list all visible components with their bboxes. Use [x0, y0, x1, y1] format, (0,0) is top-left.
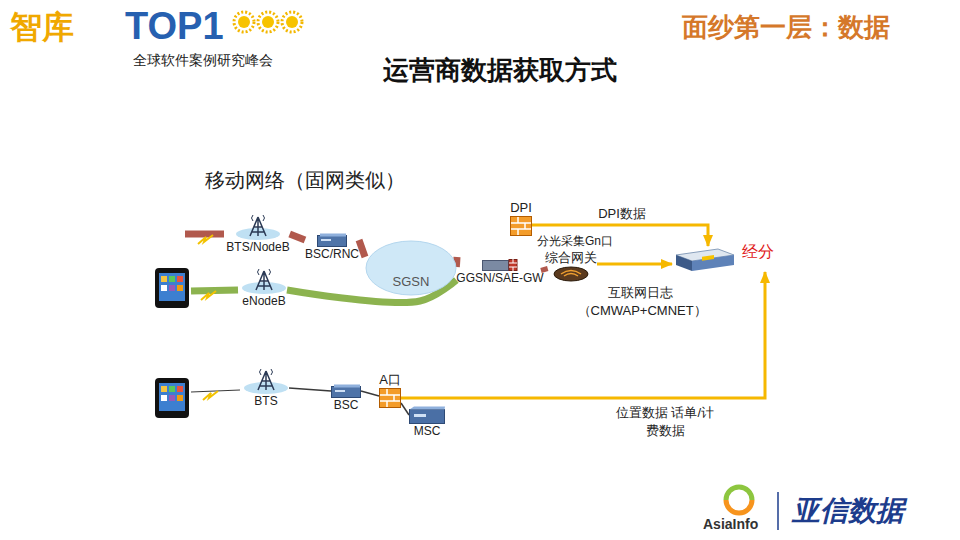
tower-icon [241, 266, 287, 294]
node-label: BSC/RNC [305, 247, 359, 261]
base-station: BTS/NodeB [226, 212, 289, 254]
network-link [361, 391, 379, 396]
probe-node: DPI [510, 200, 532, 236]
tower-icon [235, 212, 281, 240]
switch-center: MSC [409, 406, 445, 438]
lightning-symbol [203, 391, 218, 400]
section-heading: 面纱第一层：数据 [682, 12, 890, 43]
tap-label: 分光采集Gn口 [537, 234, 613, 248]
edge-label: 位置数据 话单/计费数据 [613, 404, 717, 439]
node-label: 经分 [742, 242, 774, 261]
network-caption: 移动网络（固网类似） [205, 168, 405, 192]
gateway-node: 综合网关 [545, 250, 597, 282]
phone-icon [155, 268, 189, 308]
phone-icon [155, 378, 189, 418]
network-link [544, 267, 545, 272]
node-label: eNodeB [242, 294, 285, 308]
base-station: eNodeB [241, 266, 287, 308]
network-link [289, 388, 331, 391]
logo-subtitle: 全球软件案例研究峰会 [133, 52, 273, 69]
node-label: MSC [414, 424, 441, 438]
server-icon [672, 246, 738, 272]
lightning-symbol [198, 235, 213, 244]
probe-node: A口 [379, 372, 401, 408]
logo-text: TOP1 [125, 4, 224, 50]
gateway-icon [553, 266, 589, 282]
node-label: BTS [254, 394, 277, 408]
logo-text: 亚信数据 [792, 494, 904, 528]
node-label: SGSN [365, 274, 457, 290]
network-link [290, 234, 305, 240]
analysis-server: 经分 [672, 246, 774, 272]
network-link [401, 403, 409, 415]
base-station: BTS [243, 366, 289, 408]
node-label: BSC [334, 398, 359, 412]
switch-icon [331, 384, 361, 398]
core-node-ellipse: SGSN [365, 240, 457, 296]
tower-icon [243, 366, 289, 394]
firewall-icon [379, 388, 401, 408]
gateway-router: GGSN/SAE-GW [456, 259, 543, 285]
edge-label: 互联网日志 （CMWAP+CMNET） [576, 284, 705, 319]
logo-text: 智库 [10, 8, 74, 46]
data-band [185, 231, 224, 238]
data-band [191, 290, 238, 291]
node-label: GGSN/SAE-GW [456, 271, 543, 285]
node-label: BTS/NodeB [226, 240, 289, 254]
network-link [359, 240, 365, 257]
node-label: 综合网关 [545, 250, 597, 266]
edge-label: DPI数据 [596, 205, 648, 223]
data-flow-arrow [401, 272, 765, 398]
node-label: DPI [510, 200, 532, 216]
node-label: A口 [379, 372, 401, 388]
firewall-icon [510, 216, 532, 236]
sun-icons [234, 12, 302, 32]
router-icon [482, 259, 518, 271]
logo-text: AsiaInfo [703, 516, 758, 533]
msc-icon [409, 406, 445, 424]
controller-box: BSC/RNC [305, 233, 359, 261]
lightning-symbol [201, 291, 216, 300]
data-flow-arrow [597, 263, 672, 266]
controller-box: BSC [331, 384, 361, 412]
switch-icon [317, 233, 347, 247]
